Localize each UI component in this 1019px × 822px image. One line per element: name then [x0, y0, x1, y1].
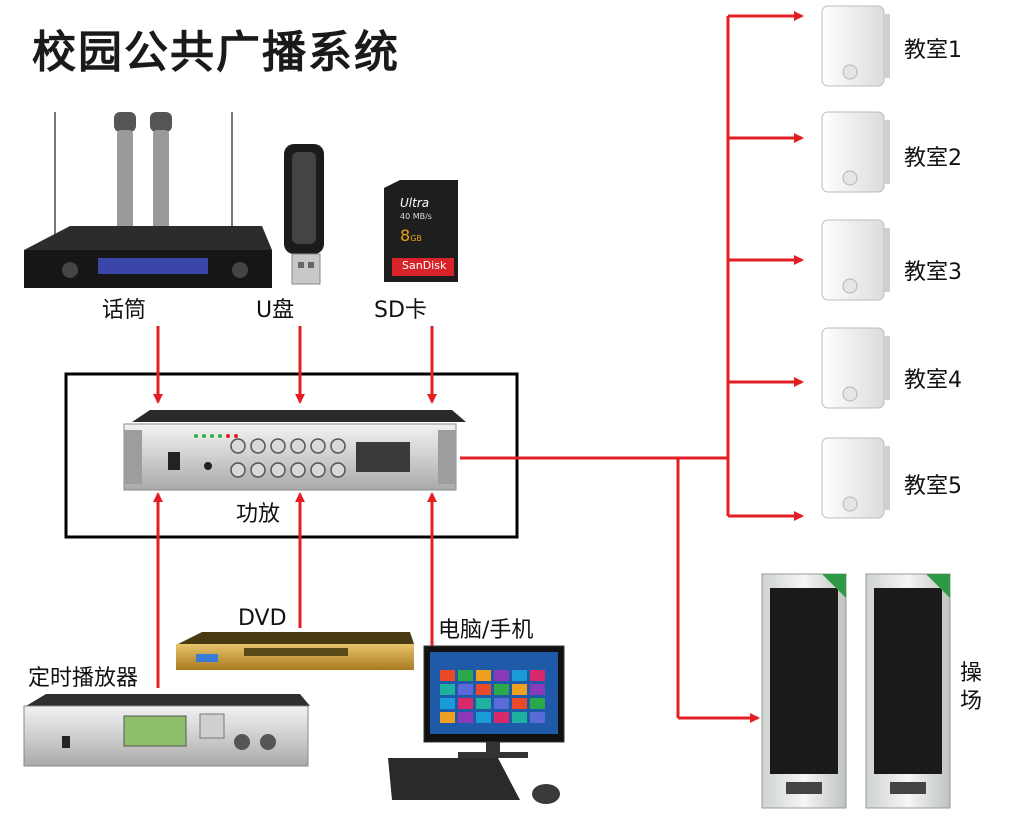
amplifier-knob: [290, 438, 306, 454]
sd-card-capacity: 8GB: [400, 226, 422, 245]
sd-label: SD卡: [374, 298, 427, 323]
computer-device: [388, 645, 565, 804]
screen-tile: [476, 670, 491, 681]
usb-drive-device: [284, 144, 324, 285]
screen-tile: [440, 684, 455, 695]
screen-tile: [512, 684, 527, 695]
amplifier-led: [210, 434, 214, 438]
dvd-player-device: [176, 632, 414, 670]
timer-player-label: 定时播放器: [28, 666, 139, 691]
screen-tile: [440, 670, 455, 681]
amplifier-knob: [230, 438, 246, 454]
amplifier-knobs: [230, 438, 346, 478]
amplifier-led: [234, 434, 238, 438]
screen-tile: [458, 670, 473, 681]
amplifier-led: [194, 434, 198, 438]
classroom-speaker-3: [821, 219, 890, 301]
classroom-3-label: 教室3: [904, 260, 962, 285]
classroom-speaker-5: [821, 437, 890, 519]
screen-tile: [530, 684, 545, 695]
amplifier-knob: [330, 462, 346, 478]
amplifier-led: [202, 434, 206, 438]
output-lines: [460, 11, 804, 723]
classroom-1-label: 教室1: [904, 38, 962, 63]
amplifier-device: [123, 410, 466, 491]
screen-tile: [476, 684, 491, 695]
amplifier-knob: [310, 462, 326, 478]
amplifier-knob: [330, 438, 346, 454]
sd-card-model: Ultra: [400, 196, 430, 210]
screen-tile: [440, 712, 455, 723]
classroom-5-label: 教室5: [904, 474, 962, 499]
classroom-2-label: 教室2: [904, 146, 962, 171]
amplifier-knob: [270, 438, 286, 454]
playground-label: 操场: [959, 661, 982, 714]
sd-card-capacity-unit: GB: [410, 234, 422, 243]
amplifier-frame: [64, 372, 519, 539]
classroom-speaker-4: [821, 327, 890, 409]
playground-column-speaker-right: [865, 573, 951, 809]
amplifier-knob: [230, 462, 246, 478]
screen-tile: [458, 698, 473, 709]
sd-card-brand: SanDisk: [402, 259, 447, 272]
screen-tile: [476, 712, 491, 723]
amplifier-label: 功放: [236, 502, 281, 527]
amplifier-knob: [310, 438, 326, 454]
mic-label: 话筒: [102, 298, 147, 323]
screen-tile: [494, 712, 509, 723]
screen-tile: [530, 670, 545, 681]
amplifier-led: [218, 434, 222, 438]
screen-tile: [530, 698, 545, 709]
screen-tile: [476, 698, 491, 709]
playground-column-speaker-left: [761, 573, 847, 809]
input-arrows-bottom: [153, 492, 437, 688]
dvd-label: DVD: [238, 606, 287, 631]
pc-phone-label: 电脑/手机: [438, 618, 534, 643]
input-arrows-top: [153, 326, 437, 404]
classroom-4-label: 教室4: [904, 368, 962, 393]
sd-card-device: [384, 180, 458, 282]
amplifier-led: [226, 434, 230, 438]
diagram-title: 校园公共广播系统: [32, 27, 400, 78]
screen-tile: [458, 684, 473, 695]
computer-screen-tiles: [440, 670, 545, 723]
screen-tile: [440, 698, 455, 709]
amplifier-knob: [250, 438, 266, 454]
screen-tile: [494, 698, 509, 709]
amplifier-knob: [290, 462, 306, 478]
screen-tile: [512, 670, 527, 681]
amplifier-leds: [194, 434, 238, 438]
classroom-speaker-2: [821, 111, 890, 193]
amplifier-knob: [270, 462, 286, 478]
sd-card-capacity-number: 8: [400, 226, 411, 245]
screen-tile: [530, 712, 545, 723]
screen-tile: [494, 670, 509, 681]
usb-label: U盘: [256, 298, 295, 323]
classroom-speaker-1: [821, 5, 890, 87]
screen-tile: [512, 712, 527, 723]
screen-tile: [494, 684, 509, 695]
sd-card-speed: 40 MB/s: [400, 212, 432, 221]
classroom-speakers: [821, 5, 890, 519]
screen-tile: [458, 712, 473, 723]
amplifier-knob: [250, 462, 266, 478]
timer-player-device: [23, 694, 310, 767]
wireless-mic-device: [24, 112, 272, 288]
screen-tile: [512, 698, 527, 709]
